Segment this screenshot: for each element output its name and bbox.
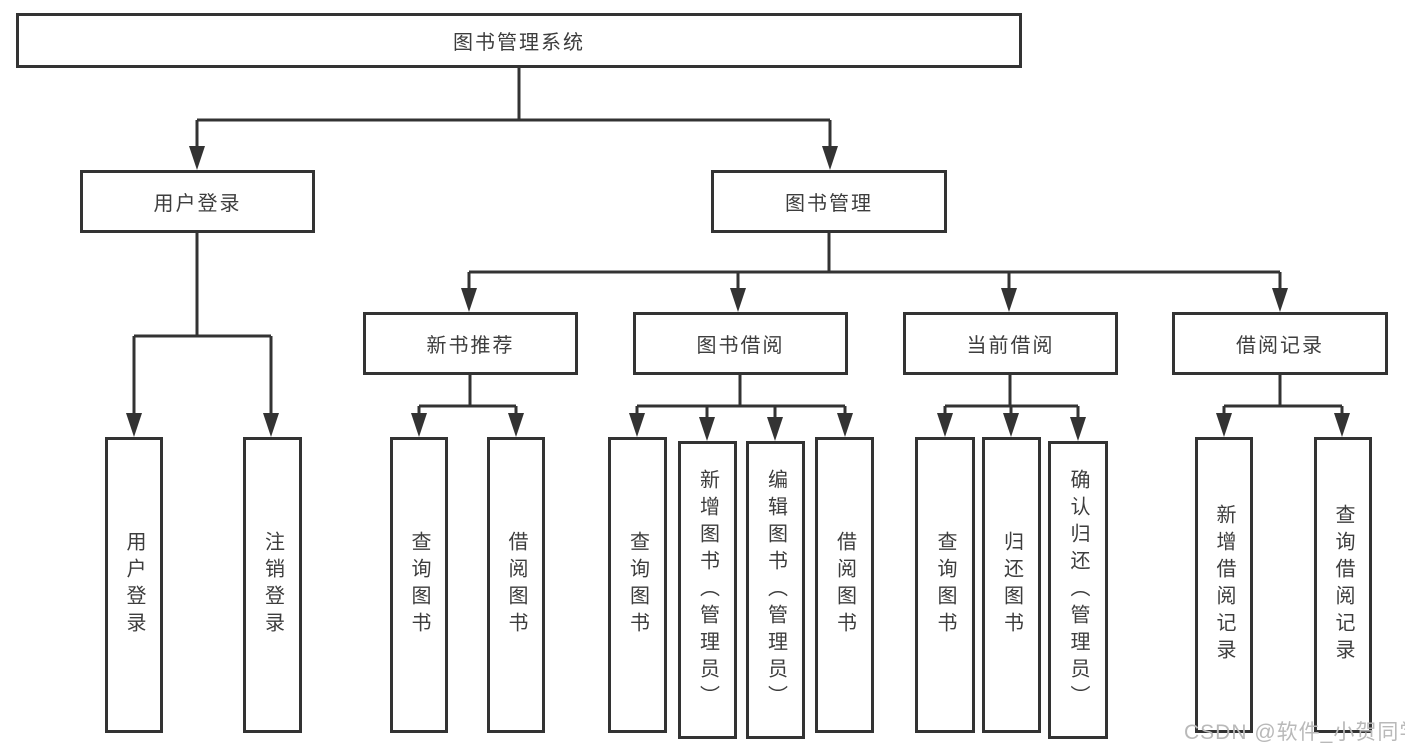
- leaf-cb-query-books: 查询图书: [915, 437, 975, 733]
- leaf-bb-borrow-books: 借阅图书: [815, 437, 874, 733]
- leaf-bb-edit-books-admin: 编辑图书（管理员）: [746, 441, 805, 739]
- leaf-bb-query-books-label: 查询图书: [626, 531, 649, 639]
- leaf-bb-query-books: 查询图书: [608, 437, 667, 733]
- watermark: CSDN @软件_小贺同学: [1184, 721, 1405, 744]
- leaf-bb-edit-books-admin-label: 编辑图书（管理员）: [764, 468, 787, 712]
- node-book-management-label: 图书管理: [785, 193, 873, 215]
- node-current-borrowing-label: 当前借阅: [966, 335, 1055, 357]
- node-root-label: 图书管理系统: [453, 32, 585, 54]
- node-book-management: 图书管理: [711, 170, 947, 233]
- leaf-logout-label: 注销登录: [261, 531, 284, 639]
- node-user-login-label: 用户登录: [153, 193, 242, 215]
- node-root: 图书管理系统: [16, 13, 1022, 68]
- node-current-borrowing: 当前借阅: [903, 312, 1118, 375]
- leaf-cb-confirm-return-admin: 确认归还（管理员）: [1048, 441, 1108, 739]
- leaf-logout: 注销登录: [243, 437, 302, 733]
- leaf-nbr-query-books-label: 查询图书: [408, 531, 430, 639]
- leaf-bb-borrow-books-label: 借阅图书: [833, 531, 856, 639]
- leaf-bb-add-books-admin-label: 新增图书（管理员）: [696, 468, 719, 712]
- leaf-nbr-query-books: 查询图书: [390, 437, 448, 733]
- leaf-nbr-borrow-books: 借阅图书: [487, 437, 545, 733]
- node-new-book-recommend: 新书推荐: [363, 312, 578, 375]
- node-borrow-records-label: 借阅记录: [1236, 335, 1324, 357]
- leaf-nbr-borrow-books-label: 借阅图书: [505, 531, 527, 639]
- leaf-bb-add-books-admin: 新增图书（管理员）: [678, 441, 737, 739]
- node-new-book-recommend-label: 新书推荐: [426, 335, 515, 357]
- node-borrow-records: 借阅记录: [1172, 312, 1388, 375]
- leaf-br-query-record: 查询借阅记录: [1314, 437, 1372, 733]
- node-user-login: 用户登录: [80, 170, 315, 233]
- leaf-cb-confirm-return-admin-label: 确认归还（管理员）: [1067, 468, 1089, 712]
- leaf-user-login: 用户登录: [105, 437, 163, 733]
- leaf-br-query-record-label: 查询借阅记录: [1332, 504, 1354, 666]
- leaf-cb-return-books: 归还图书: [982, 437, 1041, 733]
- leaf-user-login-label: 用户登录: [123, 531, 145, 639]
- leaf-br-add-record: 新增借阅记录: [1195, 437, 1253, 733]
- node-book-borrowing-label: 图书借阅: [696, 335, 785, 357]
- leaf-br-add-record-label: 新增借阅记录: [1213, 504, 1235, 666]
- leaf-cb-return-books-label: 归还图书: [1000, 531, 1023, 639]
- node-book-borrowing: 图书借阅: [633, 312, 848, 375]
- leaf-cb-query-books-label: 查询图书: [934, 531, 956, 639]
